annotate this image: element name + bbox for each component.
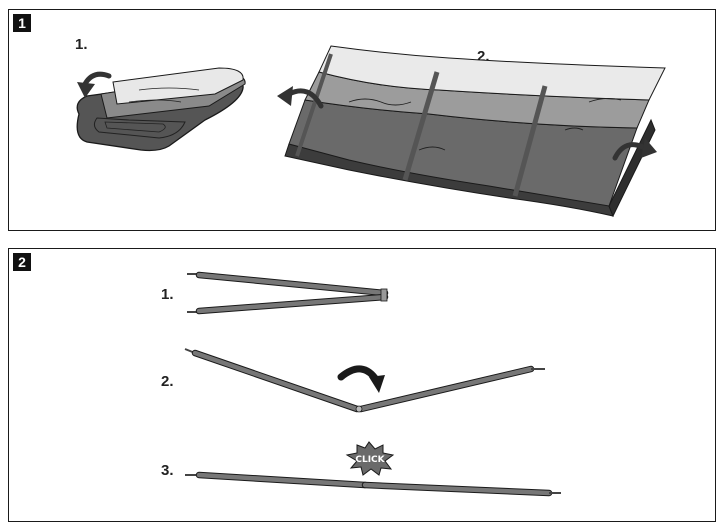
folded-mat-illustration (76, 67, 246, 152)
click-text: CLICK (355, 455, 385, 465)
rotate-right-arrow-icon (612, 138, 657, 161)
step-3-label: 3. (161, 462, 174, 479)
rotate-arrow-icon (77, 71, 112, 98)
step-1-label: 1. (75, 36, 88, 53)
click-burst-icon: CLICK (345, 441, 395, 476)
assembled-pole-illustration (185, 471, 561, 497)
instruction-panel-1: 1 1. 2. (8, 9, 716, 231)
panel-2-illustration: CLICK (184, 271, 561, 497)
step-1-label: 1. (161, 286, 174, 303)
folded-pole-illustration (187, 271, 389, 315)
panel-number-badge: 1 (13, 14, 31, 32)
rotate-arrow-icon (337, 365, 385, 393)
unfolded-mat-illustration (284, 45, 666, 218)
instruction-panel-2: 2 1. 2. 3. (8, 248, 716, 522)
opening-pole-illustration (184, 348, 545, 413)
panel-1-illustration (76, 45, 666, 218)
rotate-left-arrow-icon (277, 86, 324, 109)
step-2-label: 2. (161, 373, 174, 390)
panel-number-badge: 2 (13, 253, 31, 271)
